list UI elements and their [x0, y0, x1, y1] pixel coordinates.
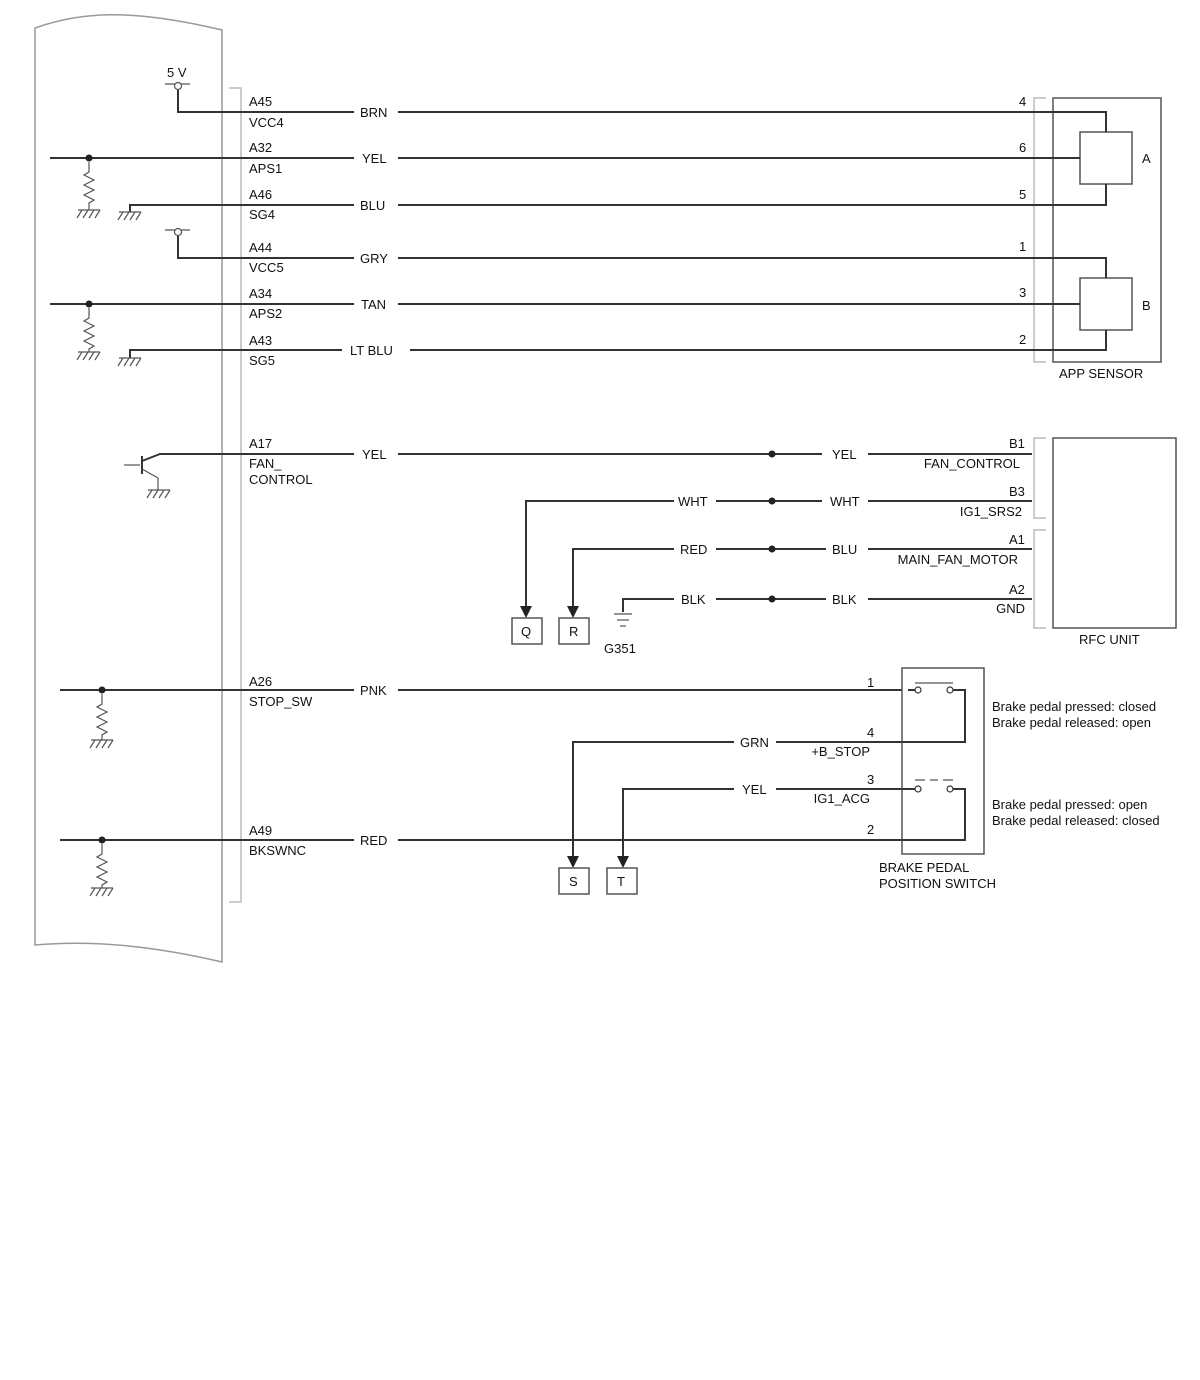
brake-wire-yel: YEL [742, 782, 767, 797]
connector-t-label: T [617, 874, 625, 889]
connector-r-label: R [569, 624, 578, 639]
supply-5v-label: 5 V [167, 65, 187, 80]
rfc-pin-b3: B3 [1009, 484, 1025, 499]
rfc-signal-fan-control: FAN_CONTROL [924, 456, 1020, 471]
signal-bkswnc: BKSWNC [249, 843, 306, 858]
signal-vcc4: VCC4 [249, 115, 284, 130]
brake-pin-2: 2 [867, 822, 874, 837]
wire-color-tan: TAN [361, 297, 386, 312]
rfc-wiring [124, 450, 1032, 627]
app-pin-6: 6 [1019, 140, 1026, 155]
wire-color-gry: GRY [360, 251, 388, 266]
pin-a44: A44 [249, 240, 272, 255]
signal-fan: FAN_ [249, 456, 282, 471]
signal-control: CONTROL [249, 472, 313, 487]
rfc-wire-yel-right: YEL [832, 447, 857, 462]
connector-q [511, 617, 543, 645]
app-pin-4: 4 [1019, 94, 1026, 109]
app-element-a: A [1142, 151, 1151, 166]
signal-aps1: APS1 [249, 161, 282, 176]
signal-sg5: SG5 [249, 353, 275, 368]
brake-switch-label-2: POSITION SWITCH [879, 876, 996, 891]
wire-color-yel-fan: YEL [362, 447, 387, 462]
rfc-unit-label: RFC UNIT [1079, 632, 1140, 647]
brake-note2-line2: Brake pedal released: closed [992, 813, 1160, 828]
pcm-pin-labels: A45 VCC4 A32 APS1 A46 SG4 A44 VCC5 A34 A… [249, 94, 313, 858]
pin-a45: A45 [249, 94, 272, 109]
rfc-wire-blk-left: BLK [681, 592, 706, 607]
app-pin-3: 3 [1019, 285, 1026, 300]
pin-a34: A34 [249, 286, 272, 301]
wire-color-red: RED [360, 833, 387, 848]
pin-a46: A46 [249, 187, 272, 202]
ground-g351-label: G351 [604, 641, 636, 656]
rfc-unit [1033, 437, 1177, 629]
app-sensor-label: APP SENSOR [1059, 366, 1143, 381]
app-pin-5: 5 [1019, 187, 1026, 202]
pcm-connector-bracket [229, 87, 242, 903]
app-sensor-wiring [50, 81, 1030, 367]
rfc-signal-main-fan-motor: MAIN_FAN_MOTOR [898, 552, 1018, 567]
wire-color-blu: BLU [360, 198, 385, 213]
rfc-wire-red-left: RED [680, 542, 707, 557]
signal-vcc5: VCC5 [249, 260, 284, 275]
wire-color-pnk: PNK [360, 683, 387, 698]
app-element-b: B [1142, 298, 1151, 313]
connector-s [558, 867, 590, 895]
rfc-wire-blk-right: BLK [832, 592, 857, 607]
pin-a17: A17 [249, 436, 272, 451]
brake-switch-label-1: BRAKE PEDAL [879, 860, 969, 875]
brake-switch-wiring [60, 686, 902, 897]
signal-stop-sw: STOP_SW [249, 694, 313, 709]
rfc-pin-b1: B1 [1009, 436, 1025, 451]
pcm-body [34, 14, 223, 963]
signal-sg4: SG4 [249, 207, 275, 222]
app-sensor [1030, 97, 1162, 363]
rfc-pin-a1: A1 [1009, 532, 1025, 547]
wire-color-yel: YEL [362, 151, 387, 166]
pin-a49: A49 [249, 823, 272, 838]
rfc-wire-blu-right: BLU [832, 542, 857, 557]
rfc-pin-a2: A2 [1009, 582, 1025, 597]
connector-r [558, 617, 590, 645]
rfc-wire-wht-right: WHT [830, 494, 860, 509]
brake-wire-grn: GRN [740, 735, 769, 750]
connector-t [606, 867, 638, 895]
signal-aps2: APS2 [249, 306, 282, 321]
brake-switch-labels: 1 4 3 2 +B_STOP IG1_ACG GRN YEL Brake pe… [740, 675, 1160, 891]
brake-note1-line2: Brake pedal released: open [992, 715, 1151, 730]
brake-pedal-switch [901, 667, 985, 855]
brake-pin-4: 4 [867, 725, 874, 740]
connector-s-label: S [569, 874, 578, 889]
brake-note1-line1: Brake pedal pressed: closed [992, 699, 1156, 714]
pin-a32: A32 [249, 140, 272, 155]
brake-signal-b-stop: +B_STOP [811, 744, 870, 759]
brake-pin-3: 3 [867, 772, 874, 787]
pin-a43: A43 [249, 333, 272, 348]
pin-a26: A26 [249, 674, 272, 689]
brake-pin-1: 1 [867, 675, 874, 690]
brake-note2-line1: Brake pedal pressed: open [992, 797, 1147, 812]
rfc-signal-gnd: GND [996, 601, 1025, 616]
wire-color-lt-blu: LT BLU [350, 343, 393, 358]
app-pin-1: 1 [1019, 239, 1026, 254]
brake-signal-ig1-acg: IG1_ACG [814, 791, 870, 806]
connector-q-label: Q [521, 624, 531, 639]
rfc-signal-ig1-srs2: IG1_SRS2 [960, 504, 1022, 519]
app-sensor-labels: 4 6 5 1 3 2 A B APP SENSOR [1019, 94, 1151, 381]
app-pin-2: 2 [1019, 332, 1026, 347]
wire-color-brn: BRN [360, 105, 387, 120]
rfc-labels: WHT RED BLK YEL WHT BLU BLK B1 FAN_CONTR… [604, 436, 1140, 656]
wire-color-labels: BRN YEL BLU GRY TAN LT BLU YEL PNK RED [350, 105, 393, 848]
rfc-wire-wht-left: WHT [678, 494, 708, 509]
